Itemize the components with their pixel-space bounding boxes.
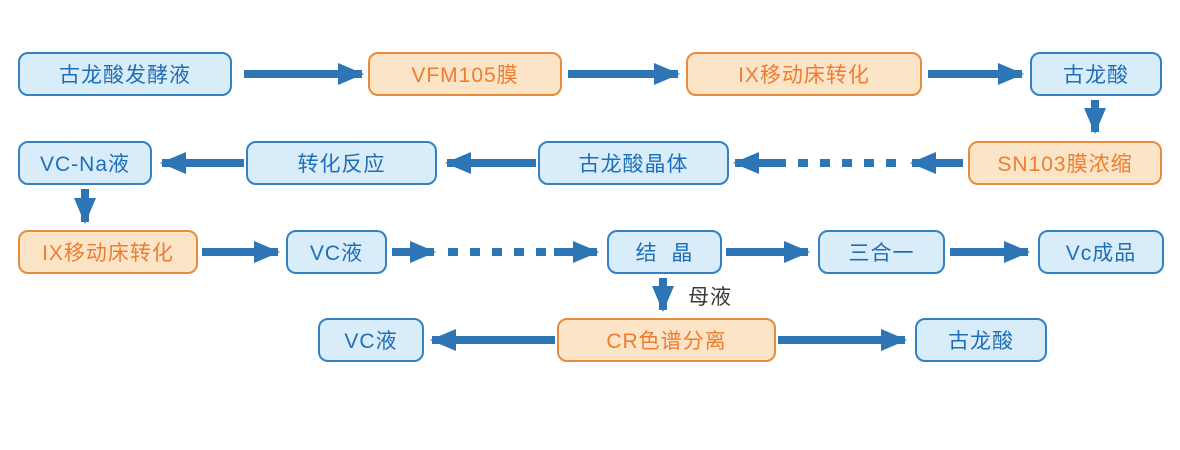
node-three-in-one: 三合一 (818, 230, 945, 274)
node-vc-solution-1: VC液 (286, 230, 387, 274)
node-vc-finished-product: Vc成品 (1038, 230, 1164, 274)
node-crystallization: 结 晶 (607, 230, 722, 274)
node-vc-solution-2: VC液 (318, 318, 424, 362)
node-gulonic-acid-1: 古龙酸 (1030, 52, 1162, 96)
node-gulonic-acid-crystal: 古龙酸晶体 (538, 141, 729, 185)
mother-liquor-label: 母液 (688, 286, 732, 309)
node-ix-moving-bed-conversion-1: IX移动床转化 (686, 52, 922, 96)
node-ix-moving-bed-conversion-2: IX移动床转化 (18, 230, 198, 274)
node-sn103-membrane-concentration: SN103膜浓缩 (968, 141, 1162, 185)
node-gulonic-fermentation-broth: 古龙酸发酵液 (18, 52, 232, 96)
node-conversion-reaction: 转化反应 (246, 141, 437, 185)
node-vfm105-membrane: VFM105膜 (368, 52, 562, 96)
node-vc-na-solution: VC-Na液 (18, 141, 152, 185)
node-cr-chromatography-separation: CR色谱分离 (557, 318, 776, 362)
node-gulonic-acid-2: 古龙酸 (915, 318, 1047, 362)
